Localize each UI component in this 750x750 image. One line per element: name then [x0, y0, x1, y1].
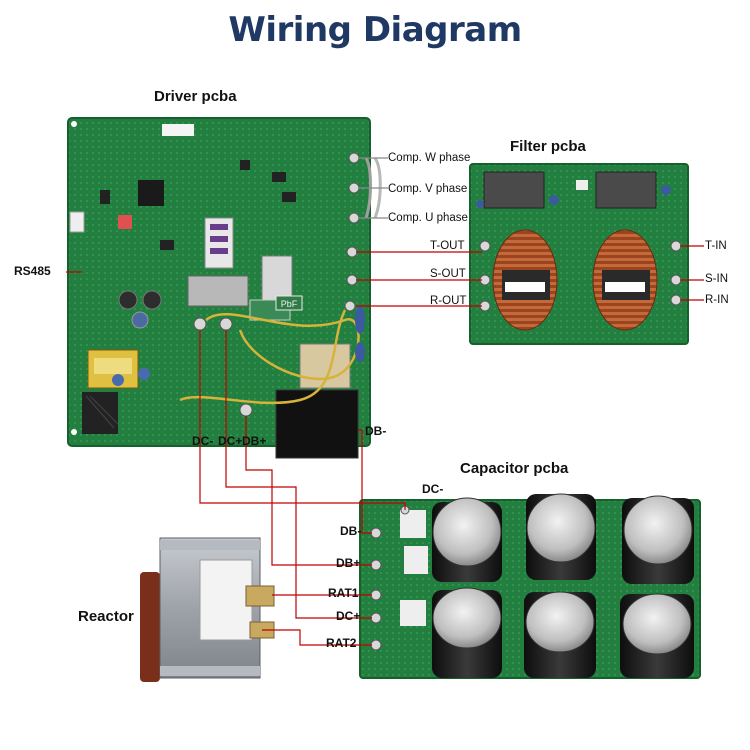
capacitor-5: [524, 591, 596, 678]
wire-dc-plus: [225, 330, 372, 619]
driver-pcba: PbF: [67, 117, 382, 459]
label-cap-rat2: RAT2: [326, 636, 357, 650]
label-driver-dc-plus: DC+: [218, 434, 243, 448]
label-s-in: S-IN: [705, 273, 728, 285]
filter-r-in-screw: [670, 294, 682, 306]
wire-db-plus: [245, 416, 372, 566]
label-t-in: T-IN: [705, 240, 727, 252]
db-plus-terminal: [239, 403, 253, 417]
wires: [66, 157, 704, 646]
label-driver-db-plus: DB+: [242, 434, 267, 448]
label-r-in: R-IN: [705, 294, 729, 306]
label-comp-v: Comp. V phase: [388, 183, 468, 195]
label-s-out: S-OUT: [430, 268, 466, 280]
capacitor-2: [526, 493, 596, 580]
reactor-label: Reactor: [78, 608, 134, 625]
filter-t-out-screw: [479, 240, 491, 252]
driver-pcba-label: Driver pcba: [154, 88, 237, 105]
label-cap-rat1: RAT1: [328, 586, 359, 600]
label-r-out: R-OUT: [430, 295, 467, 307]
filter-s-in-screw: [670, 274, 682, 286]
filter-t-in-screw: [670, 240, 682, 252]
capacitor-1: [432, 497, 502, 582]
capacitor-4: [432, 587, 502, 678]
cap-dc-plus-terminal: [370, 612, 382, 624]
label-driver-db-minus: DB-: [365, 424, 387, 438]
label-comp-w: Comp. W phase: [388, 152, 471, 164]
filter-coil-left: [492, 229, 558, 331]
dc-plus-terminal: [219, 317, 233, 331]
capacitor-6: [620, 593, 694, 678]
page-title: Wiring Diagram: [228, 10, 522, 50]
label-cap-db-minus: DB-: [340, 524, 362, 538]
wire-rat2: [262, 629, 372, 646]
wire-db-minus: [358, 429, 372, 534]
label-t-out: T-OUT: [430, 240, 465, 252]
label-cap-dc-plus: DC+: [336, 609, 361, 623]
cap-rat1-terminal: [370, 589, 382, 601]
capacitor-pcba: [359, 493, 701, 679]
label-rs485: RS485: [14, 264, 51, 278]
capacitor-pcba-label: Capacitor pcba: [460, 460, 569, 477]
wire-dc-minus: [199, 330, 406, 510]
label-cap-db-plus: DB+: [336, 556, 361, 570]
filter-pcba-label: Filter pcba: [510, 138, 586, 155]
filter-coil-right: [592, 229, 658, 331]
cap-rat2-terminal: [370, 639, 382, 651]
driver-terminals: [344, 152, 360, 312]
label-driver-dc-minus: DC-: [192, 434, 214, 448]
pbf-marking: PbF: [281, 299, 298, 309]
cap-db-plus-terminal: [370, 559, 382, 571]
capacitor-3: [622, 495, 694, 584]
reactor: [140, 537, 275, 682]
label-cap-dc-minus: DC-: [422, 482, 444, 496]
mcu-chip: [138, 180, 164, 206]
filter-pcba: [469, 163, 689, 345]
dc-minus-terminal: [193, 317, 207, 331]
label-comp-u: Comp. U phase: [388, 212, 468, 224]
cap-db-minus-terminal: [370, 527, 382, 539]
